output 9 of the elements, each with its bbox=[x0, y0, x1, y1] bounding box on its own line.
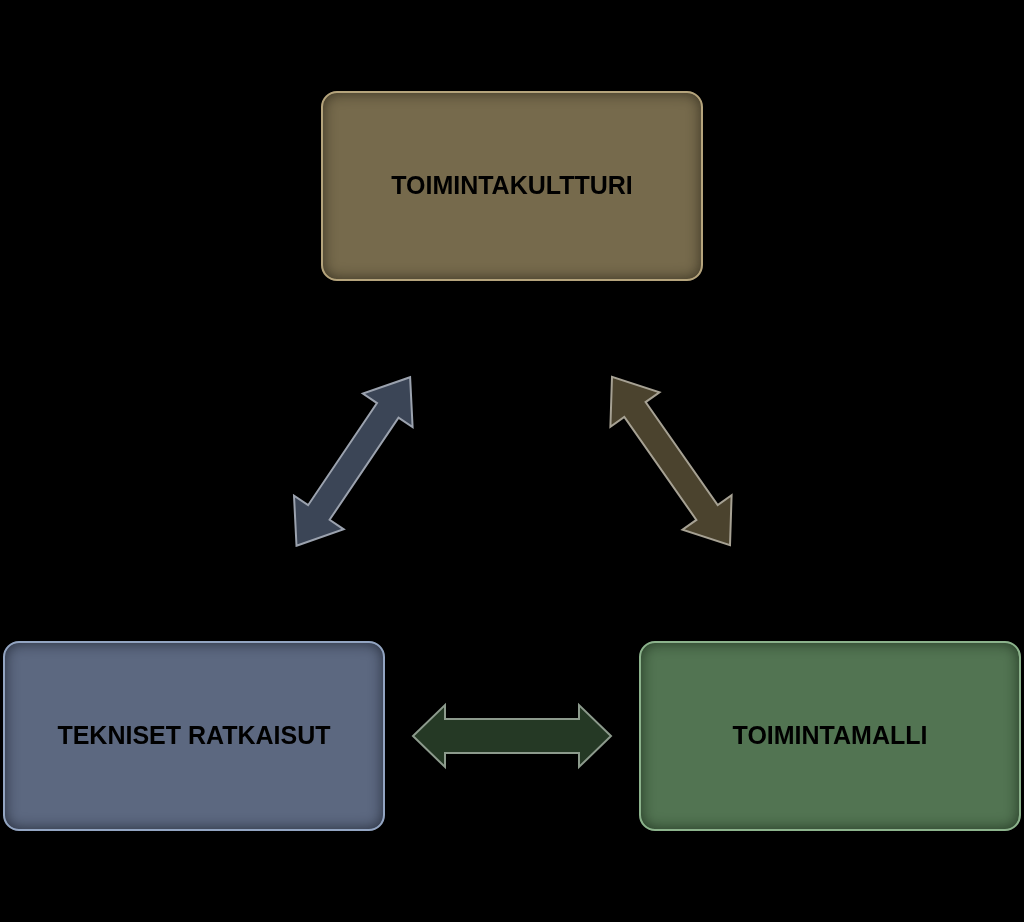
box-label: TOIMINTAMALLI bbox=[731, 720, 929, 752]
rounded-box bbox=[3, 641, 385, 831]
double-block-arrow bbox=[411, 702, 613, 770]
double-block-arrow bbox=[292, 375, 414, 548]
box-label: TEKNISET RATKAISUT bbox=[56, 720, 332, 752]
double-block-arrow bbox=[609, 375, 733, 547]
box-label: TOIMINTAKULTTURI bbox=[390, 170, 634, 202]
rounded-box bbox=[639, 641, 1021, 831]
rounded-box bbox=[321, 91, 703, 281]
